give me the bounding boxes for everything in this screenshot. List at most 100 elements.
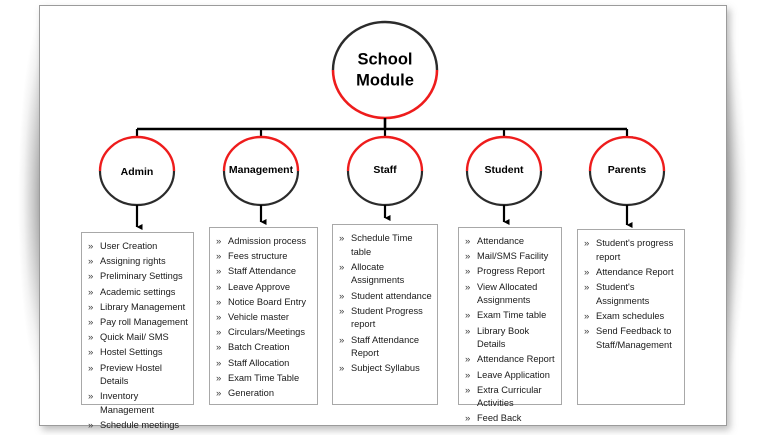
bullet-icon: » (216, 281, 222, 293)
list-box-staff: »Schedule Time table»Allocate Assignment… (332, 224, 438, 405)
bullet-icon: » (216, 357, 222, 369)
list-item-label: Student's progress report (596, 238, 674, 262)
parents-ellipse-arc-top (588, 135, 666, 172)
list-item: » Student's Assignments (583, 281, 680, 308)
parents-ellipse-fill (590, 137, 664, 205)
root-ellipse-arc-top (331, 20, 439, 71)
list-item: » Mail/SMS Facility (464, 250, 557, 264)
list-item: »Attendance Report (583, 266, 680, 280)
list-box-management: »Admission process»Fees structure»Staff … (209, 227, 318, 405)
list-item-label: Attendance (477, 236, 525, 246)
list-item-label: Exam Time Table (228, 372, 300, 383)
management-ellipse-arc-top (222, 135, 300, 172)
bullet-icon: » (584, 266, 590, 278)
bullet-icon: » (465, 325, 471, 337)
student-label: Student (484, 164, 524, 176)
list-item-label: Assigning rights (100, 256, 166, 267)
list-item-label: Pay roll Management (100, 316, 188, 327)
bullet-icon: » (88, 362, 94, 374)
list-item: »Schedule Time table (338, 232, 433, 259)
bullet-icon: » (584, 325, 590, 337)
list-item-label: View Allocated Assignments (477, 281, 538, 306)
admin-item-list: »User Creation»Assigning rights»Prelimin… (87, 240, 189, 433)
bullet-icon: » (465, 251, 471, 263)
admin-ellipse-arc-bottom (98, 170, 176, 207)
bullet-icon: » (339, 233, 345, 244)
bullet-icon: » (216, 266, 222, 278)
list-item-label: Allocate Assignments (351, 261, 405, 286)
bullet-icon: » (88, 420, 94, 432)
bullet-icon: » (216, 372, 222, 384)
bullet-icon: » (88, 271, 94, 283)
student-item-list: »Attendance»Mail/SMS Facility»Progress R… (464, 235, 557, 426)
staff-item-list: »Schedule Time table»Allocate Assignment… (338, 232, 433, 376)
bullet-icon: » (465, 369, 471, 381)
parents-ellipse-arc-bottom (588, 170, 666, 207)
list-item: »Admission process (215, 235, 313, 249)
bullet-icon: » (339, 305, 345, 317)
bullet-icon: » (465, 266, 471, 278)
list-item-label: Leave Application (477, 369, 550, 380)
list-item-label: Fees structure (228, 251, 288, 262)
list-item-label: Schedule meetings (100, 420, 180, 431)
management-ellipse-arc-bottom (222, 170, 300, 207)
list-item: » Generation (215, 387, 313, 401)
list-item: »Extra Curricular Activities (464, 384, 557, 411)
student-ellipse-arc-top (465, 135, 543, 172)
list-item: »Quick Mail/ SMS (87, 331, 189, 345)
bullet-icon: » (216, 236, 222, 247)
connector-bus (135, 118, 633, 142)
list-item-label: Staff Attendance (228, 266, 297, 277)
bullet-icon: » (339, 261, 345, 273)
list-item-label: Preliminary Settings (100, 271, 183, 282)
list-item: »Academic settings (87, 286, 189, 300)
bullet-icon: » (465, 310, 471, 322)
bullet-icon: » (216, 387, 222, 399)
list-item-label: Exam schedules (596, 310, 665, 321)
management-item-list: »Admission process»Fees structure»Staff … (215, 235, 313, 400)
list-item: » Staff Attendance (215, 265, 313, 279)
bullet-icon: » (584, 281, 590, 293)
staff-ellipse-arc-bottom (346, 170, 424, 207)
list-item-label: Preview Hostel Details (100, 362, 163, 387)
node-admin[interactable]: Admin (98, 135, 176, 207)
node-staff[interactable]: Staff (346, 135, 424, 207)
list-item: »Feed Back (464, 412, 557, 426)
list-item-label: Attendance Report (477, 354, 555, 365)
list-box-admin: »User Creation»Assigning rights»Prelimin… (81, 232, 194, 431)
bullet-icon: » (88, 347, 94, 359)
list-item: »Library Management (87, 301, 189, 315)
node-parents[interactable]: Parents (588, 135, 666, 207)
student-ellipse-arc-bottom (465, 170, 543, 207)
list-item: » Preliminary Settings (87, 270, 189, 284)
list-item-label: Batch Creation (228, 342, 290, 353)
list-item: » Pay roll Management (87, 316, 189, 330)
list-item-label: Exam Time table (477, 310, 547, 321)
list-item: » Leave Application (464, 369, 557, 383)
list-item-label: Inventory Management (100, 391, 155, 415)
list-item: »Student attendance (338, 290, 433, 304)
admin-ellipse-arc-top (98, 135, 176, 172)
list-item-label: Leave Approve (228, 281, 291, 292)
bullet-icon: » (88, 316, 94, 328)
admin-label: Admin (121, 166, 154, 178)
bullet-icon: » (88, 241, 94, 252)
list-item: »Staff Allocation (215, 357, 313, 371)
node-management[interactable]: Management (222, 135, 300, 207)
list-item: » Student Progress report (338, 305, 433, 332)
list-item-label: Student's Assignments (596, 281, 650, 306)
bullet-icon: » (88, 256, 94, 268)
node-student[interactable]: Student (465, 135, 543, 207)
list-item-label: Send Feedback to Staff/Management (596, 325, 672, 350)
bullet-icon: » (216, 296, 222, 308)
list-item-label: Student Progress report (351, 305, 423, 330)
list-item-label: Generation (228, 387, 274, 398)
admin-ellipse-fill (100, 137, 174, 205)
list-item-label: Mail/SMS Facility (477, 251, 549, 262)
bullet-icon: » (584, 238, 590, 249)
bullet-icon: » (465, 384, 471, 396)
list-item-label: Quick Mail/ SMS (100, 332, 169, 343)
node-school-module[interactable]: School Module (331, 20, 439, 120)
bullet-icon: » (584, 310, 590, 322)
